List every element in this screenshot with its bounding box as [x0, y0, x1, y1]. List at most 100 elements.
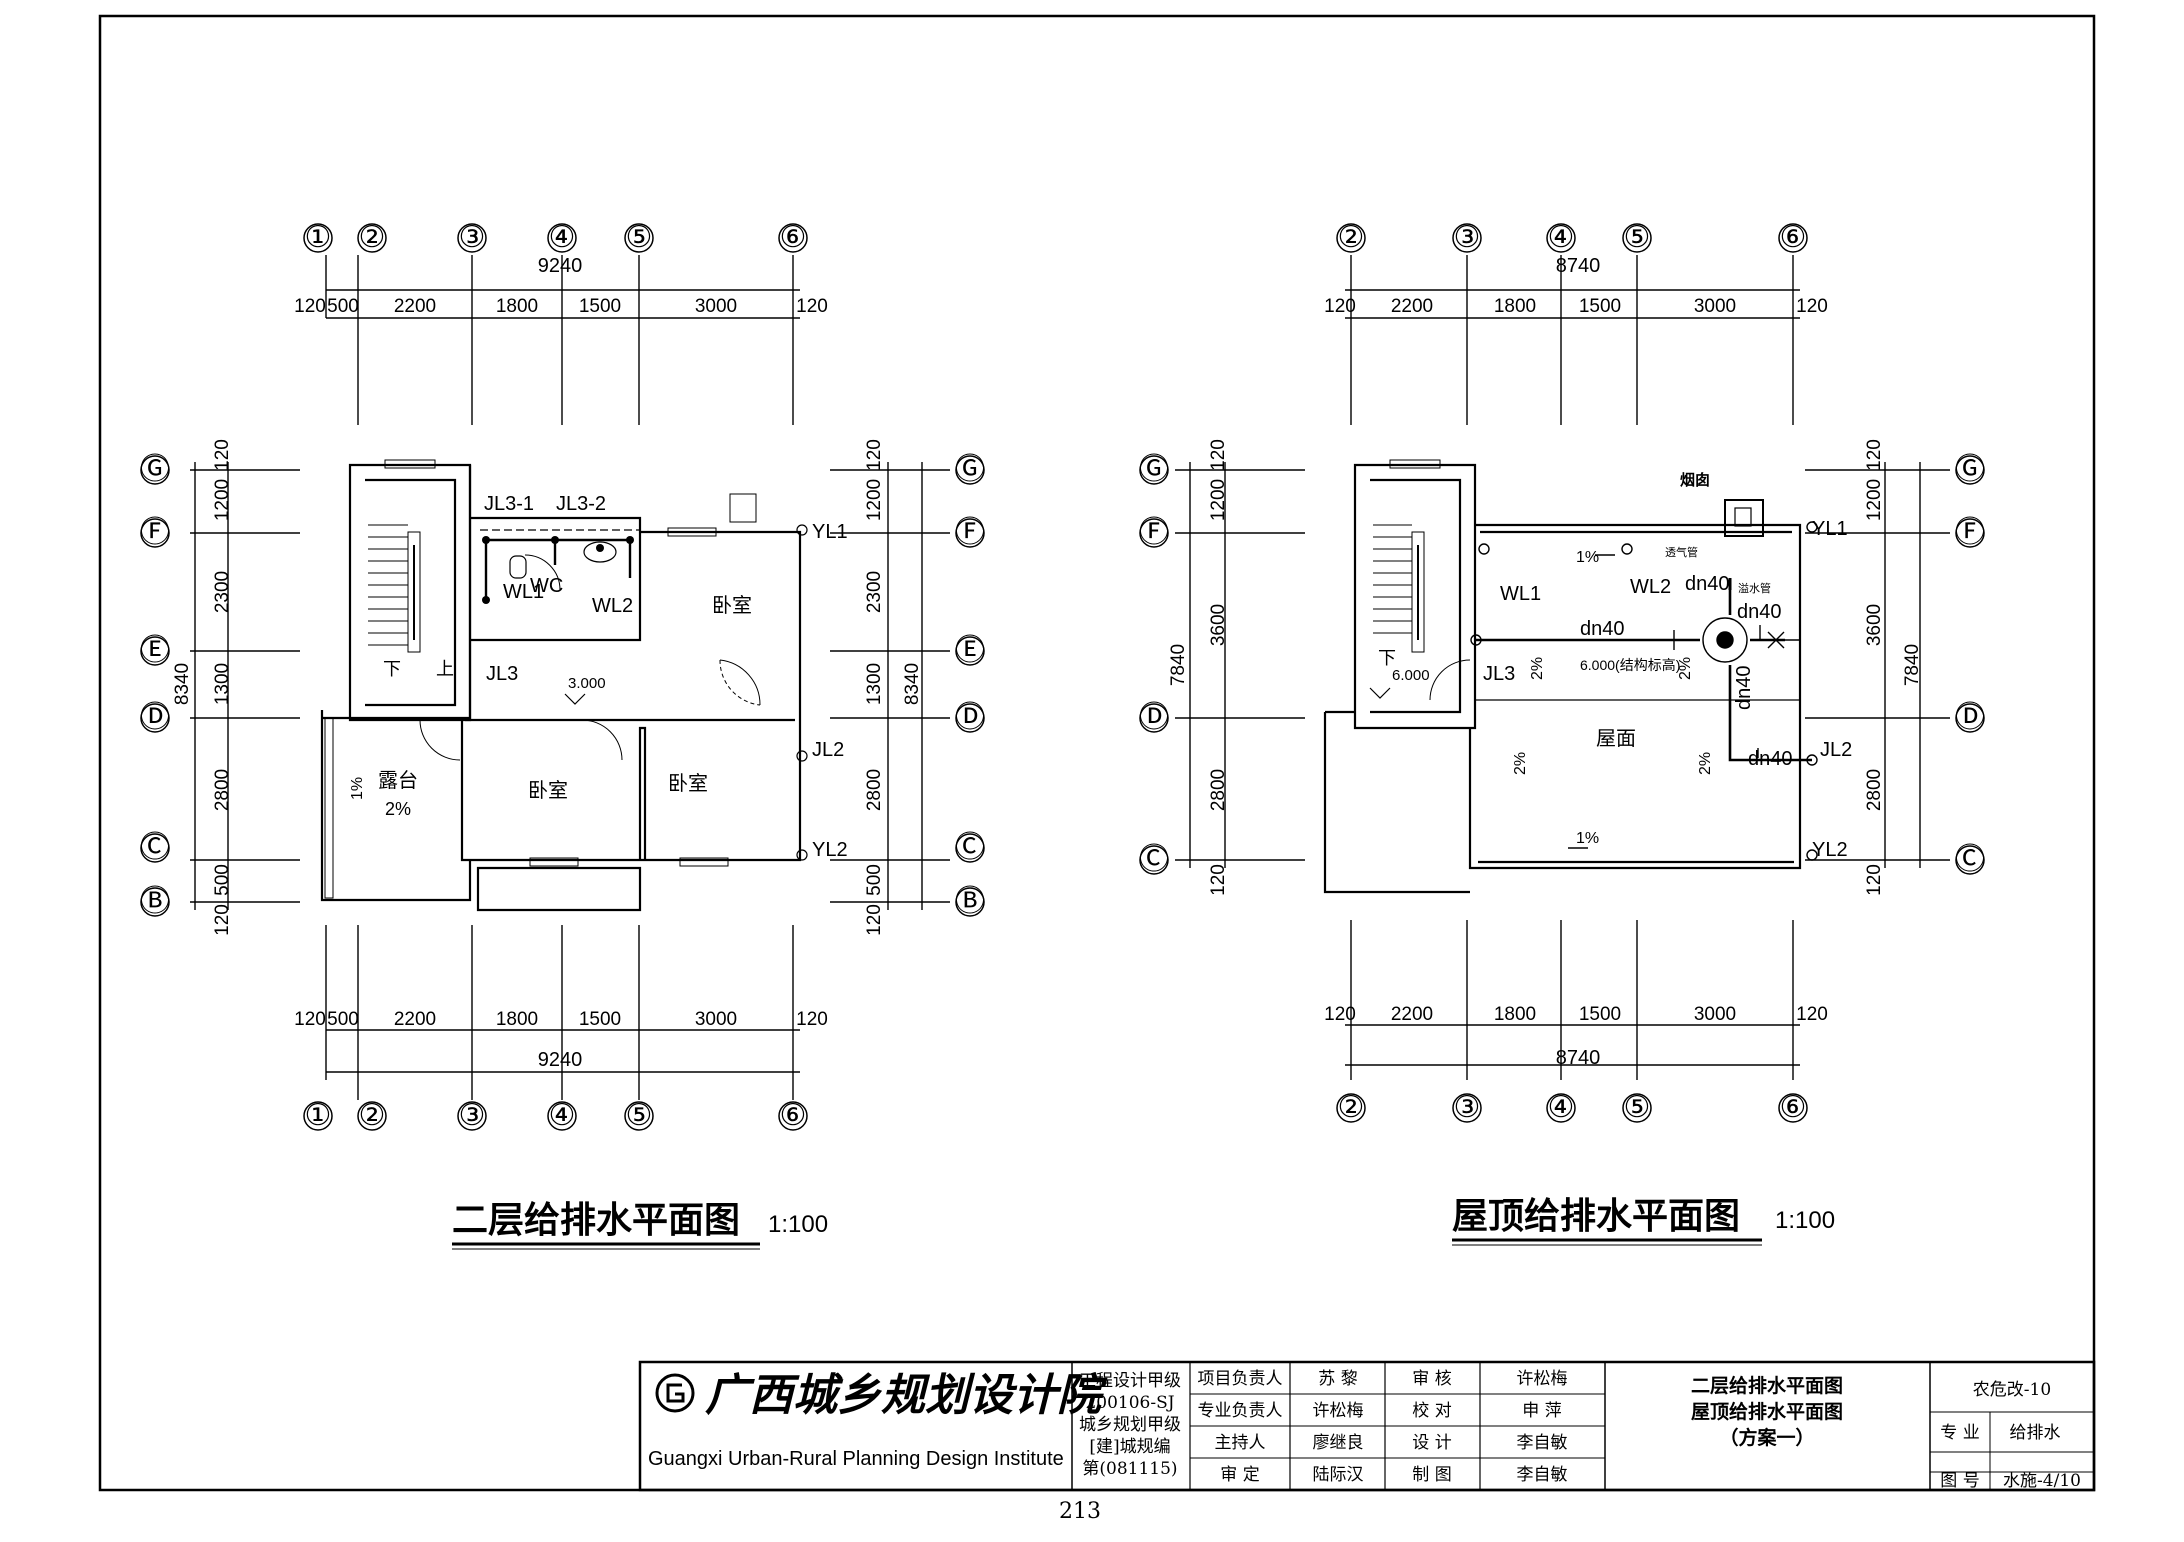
right-dim-side-right-4: 120 [1864, 864, 1885, 896]
left-dim-bottom-0: 120 [294, 1009, 326, 1030]
drawing-no-value: 水施-4/10 [2003, 1471, 2081, 1491]
institute-name-en: Guangxi Urban-Rural Planning Design Inst… [648, 1448, 1064, 1470]
left-dim-top-6: 120 [796, 296, 828, 317]
title-block [638, 1360, 2096, 1492]
right-axis-side-left-3: Ⓒ [1139, 843, 1169, 876]
left-dim-side-left-1: 1200 [212, 479, 233, 521]
left-dim-top-3: 1800 [496, 296, 538, 317]
roof-pipe-jl2-label: JL2 [1820, 739, 1852, 761]
right-dim-top-5: 120 [1796, 296, 1828, 317]
left-axis-side-left-1: Ⓕ [140, 516, 170, 549]
right-axis-top-3: ⑤ [1624, 221, 1651, 254]
right-axis-top-0-bubble [1336, 223, 1366, 253]
left-axis-top-1: ② [359, 221, 386, 254]
left-dim-bottom-2: 2200 [394, 1009, 436, 1030]
left-pipe-markers [480, 524, 808, 861]
left-axis-bottom-4: ⑤ [626, 1099, 653, 1132]
left-plan-scale: 1:100 [768, 1211, 828, 1238]
left-axis-top-1-bubble [357, 223, 387, 253]
left-axis-top-5: ⑥ [780, 221, 807, 254]
roof-vent-label: 透气管 [1665, 545, 1698, 559]
left-dim-side-left-2: 2300 [212, 571, 233, 613]
qualification-1: 工程设计甲级 [1079, 1371, 1181, 1391]
left-axis-top-0: ① [305, 221, 332, 254]
roof-slope-2-b: 2% [1677, 657, 1694, 680]
right-dim-side-right-0: 120 [1864, 439, 1885, 471]
roof-elevation: 6.000(结构标高) [1580, 657, 1680, 673]
project-code: 农危改-10 [1973, 1380, 2051, 1400]
left-dim-side-left-6: 120 [212, 904, 233, 936]
right-total-height-right: 7840 [1902, 644, 1923, 686]
left-axis-side-right-3-bubble [955, 703, 985, 733]
right-dim-bottom-3: 1500 [1579, 1004, 1621, 1025]
left-axis-top-3-bubble [547, 223, 577, 253]
roof-stair-down: 下 [1378, 648, 1396, 668]
left-dim-side-right-1: 1200 [864, 479, 885, 521]
chimney-label: 烟囱 [1680, 471, 1710, 489]
bedroom-2-label: 卧室 [528, 779, 568, 802]
name2-3: 李自敏 [1517, 1433, 1568, 1453]
left-axis-bottom-3-bubble [547, 1101, 577, 1131]
roof-pipe-wl2-label: WL2 [1630, 576, 1671, 598]
name-1: 苏 黎 [1318, 1369, 1357, 1389]
roof-pipe-yl1-label: YL1 [1812, 518, 1848, 540]
page-number: 213 [1059, 1499, 1101, 1524]
right-dim-top-2: 1800 [1494, 296, 1536, 317]
left-axis-side-right-0: Ⓖ [955, 453, 985, 486]
left-axis-side-right-1: Ⓕ [955, 516, 985, 549]
left-axis-side-left-3: Ⓓ [140, 701, 170, 734]
left-dim-top-0: 120 [294, 296, 326, 317]
right-axis-bottom-0: ② [1338, 1091, 1365, 1124]
bedroom-1-label: 卧室 [712, 594, 752, 617]
right-dim-side-left-0: 120 [1208, 439, 1229, 471]
roof-pipe-wl1-label: WL1 [1500, 583, 1541, 605]
left-dim-bottom-3: 1800 [496, 1009, 538, 1030]
right-dim-bottom-4: 3000 [1694, 1004, 1736, 1025]
pipe-wl1-label: WL1 [503, 581, 544, 603]
left-total-width-top: 9240 [538, 255, 583, 277]
left-axis-side-right-4-bubble [955, 833, 985, 863]
left-axis-side-left-1-bubble [140, 518, 170, 548]
right-axis-top-1: ③ [1454, 221, 1481, 254]
role-3: 主持人 [1215, 1433, 1266, 1453]
right-axis-bottom-2: ④ [1548, 1091, 1575, 1124]
role-1: 项目负责人 [1198, 1369, 1283, 1389]
left-axis-top-5-bubble [778, 223, 808, 253]
role2-2: 校 对 [1412, 1401, 1451, 1421]
left-elevation-marker [564, 693, 586, 705]
drawing-no-label: 图 号 [1940, 1471, 1979, 1491]
roof-dn40-right: dn40 [1737, 601, 1782, 623]
right-axis-bottom-3: ⑤ [1624, 1091, 1651, 1124]
left-windows [324, 459, 757, 899]
drawing-title-1: 二层给排水平面图 [1691, 1374, 1843, 1397]
role-4: 审 定 [1220, 1465, 1259, 1485]
right-pipe-markers [1470, 521, 1818, 861]
role2-3: 设 计 [1412, 1433, 1451, 1453]
left-dim-bottom-1: 500 [327, 1009, 359, 1030]
roof-slope-1-top: 1% [1576, 549, 1599, 566]
name2-4: 李自敏 [1517, 1465, 1568, 1485]
right-dim-bottom-1: 2200 [1391, 1004, 1433, 1025]
qualification-3: 城乡规划甲级 [1079, 1415, 1181, 1435]
pipe-jl3-label: JL3 [486, 663, 518, 685]
name-4: 陆际汉 [1313, 1465, 1364, 1485]
chimney-icon [1724, 499, 1764, 537]
role2-1: 审 核 [1412, 1369, 1451, 1389]
left-axis-bottom-5-bubble [778, 1101, 808, 1131]
role2-4: 制 图 [1412, 1465, 1451, 1485]
right-total-height-left: 7840 [1168, 644, 1189, 686]
right-dim-bottom-5: 120 [1796, 1004, 1828, 1025]
right-axis-top-0: ② [1338, 221, 1365, 254]
left-axis-side-left-4-bubble [140, 833, 170, 863]
roof-dn40-main: dn40 [1580, 618, 1625, 640]
right-dim-bottom-2: 1800 [1494, 1004, 1536, 1025]
plan-titles: 二层给排水平面图 1:100 屋顶给排水平面图 1:100 [452, 1196, 1835, 1250]
left-axis-side-right-2: Ⓔ [955, 634, 985, 667]
left-elevation: 3.000 [568, 675, 606, 692]
left-total-width-bottom: 9240 [538, 1049, 583, 1071]
roof-slope-2-c: 2% [1512, 752, 1529, 775]
qualification-2: 200106-SJ [1085, 1393, 1174, 1413]
right-axis-side-left-0-bubble [1139, 455, 1169, 485]
left-dim-side-right-5: 500 [864, 864, 885, 896]
